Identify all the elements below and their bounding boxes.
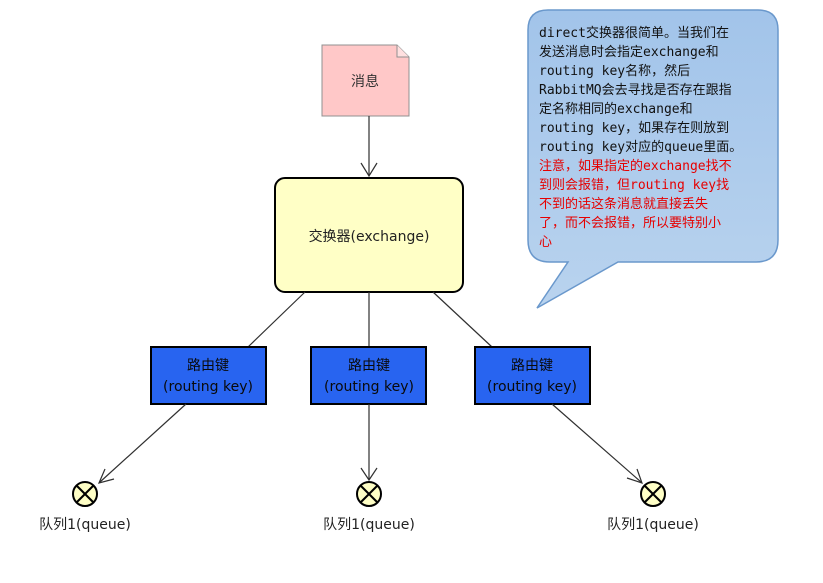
queue-node: 队列1(queue) (323, 481, 415, 533)
routing-key-node: 路由键 (routing key) (474, 346, 591, 405)
queue-label: 队列1(queue) (323, 517, 415, 533)
callout-warning-line: 不到的话这条消息就直接丢失 (539, 196, 708, 212)
routing-key-box (150, 346, 267, 405)
callout-line: routing key，如果存在则放到 (539, 120, 729, 136)
callout-line: RabbitMQ会去寻找是否存在跟指 (539, 83, 732, 98)
exchange-label: 交换器(exchange) (309, 228, 430, 245)
callout-line: routing key名称，然后 (539, 63, 690, 79)
exchange-node: 交换器(exchange) (274, 177, 464, 293)
routing-key-box (474, 346, 591, 405)
routing-key-title: 路由键 (348, 358, 390, 374)
queue-label: 队列1(queue) (607, 517, 699, 533)
message-label: 消息 (351, 73, 379, 90)
queue-node: 队列1(queue) (39, 481, 131, 533)
callout-line: 定名称相同的exchange和 (539, 101, 693, 117)
callout-line: 发送消息时会指定exchange和 (539, 44, 719, 60)
queue-icon (356, 481, 382, 507)
message-node: 消息 (321, 44, 410, 117)
callout-text: direct交换器很简单。当我们在 发送消息时会指定exchange和 rout… (539, 25, 742, 155)
message-to-exchange-arrow (360, 116, 378, 178)
exchange-to-routing-key-lines (247, 291, 493, 348)
routing-key-subtitle: (routing key) (324, 379, 414, 395)
routing-key-to-queue-arrows (97, 403, 643, 484)
callout-warning-text: 注意，如果指定的exchange找不 到则会报错，但routing key找 不… (539, 158, 739, 250)
routing-key-title: 路由键 (187, 358, 229, 374)
callout-line: direct交换器很简单。当我们在 (539, 25, 729, 41)
routing-key-subtitle: (routing key) (163, 379, 253, 395)
routing-key-title: 路由键 (511, 358, 553, 374)
callout-warning-line: 了，而不会报错，所以要特别小 (539, 216, 721, 231)
callout-line: routing key对应的queue里面。 (539, 139, 742, 155)
callout-warning-line: 到则会报错，但routing key找 (539, 178, 729, 193)
message-note-shape (321, 44, 410, 117)
routing-key-subtitle: (routing key) (487, 379, 577, 395)
message-note-fold (396, 45, 409, 58)
routing-key-node: 路由键 (routing key) (150, 346, 267, 405)
queue-icon (640, 481, 666, 507)
callout-bubble (527, 9, 779, 309)
queue-label: 队列1(queue) (39, 517, 131, 533)
queue-node: 队列1(queue) (607, 481, 699, 533)
callout-warning-line: 心 (539, 235, 552, 250)
routing-key-box (310, 346, 427, 405)
routing-key-node: 路由键 (routing key) (310, 346, 427, 405)
callout-warning-line: 注意，如果指定的exchange找不 (539, 158, 732, 174)
queue-icon (72, 481, 98, 507)
explanation-callout: direct交换器很简单。当我们在 发送消息时会指定exchange和 rout… (527, 9, 779, 309)
